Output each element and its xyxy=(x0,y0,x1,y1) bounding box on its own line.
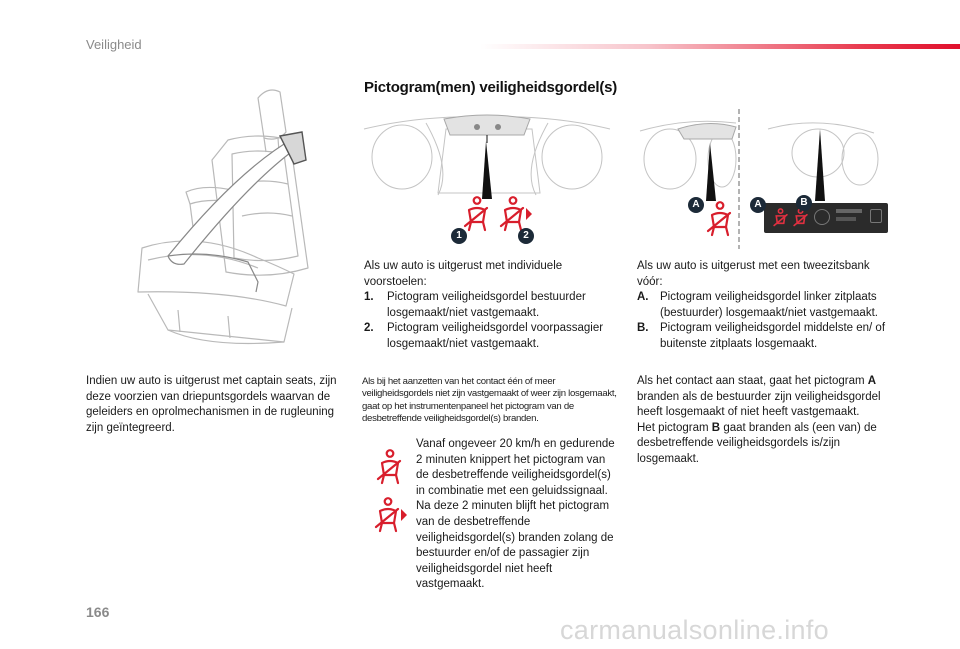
contact-text: Als het contact aan staat, gaat het pict… xyxy=(637,375,881,465)
badge-a: A xyxy=(688,197,704,213)
bench-middle-seatbelt-icon xyxy=(773,208,788,227)
seat-illustration xyxy=(137,89,309,345)
passenger-seatbelt-warning-icon xyxy=(499,196,532,232)
badge-1: 1 xyxy=(451,228,467,244)
bench-intro: Als uw auto is uitgerust met een tweezit… xyxy=(637,260,870,288)
dashboard-illustration-individual-seats xyxy=(363,114,611,199)
bench-icon-a-group: A xyxy=(688,195,732,239)
dashboard-illustration-bench xyxy=(639,109,879,249)
panel-key-icon xyxy=(870,209,882,223)
section-label: Veiligheid xyxy=(86,37,142,52)
list-item: B.Pictogram veiligheidsgordel middelste … xyxy=(637,322,886,350)
watermark: carmanualsonline.info xyxy=(560,615,829,645)
bench-instrument-strip: A B xyxy=(746,195,888,239)
driver-seatbelt-warning-icon xyxy=(463,196,489,232)
captain-seats-text: Indien uw auto is uitgerust met captain … xyxy=(86,375,337,434)
speed-warning-text: Vanaf ongeveer 20 km/h en gedurende 2 mi… xyxy=(416,438,615,591)
individual-seats-block: Als uw auto is uitgerust met individuele… xyxy=(364,259,614,353)
bench-list: A.Pictogram veiligheidsgordel linker zit… xyxy=(637,290,892,352)
header-accent-line xyxy=(480,44,960,49)
ignition-note: Als bij het aanzetten van het contact éé… xyxy=(362,376,617,425)
badge-2: 2 xyxy=(518,228,534,244)
bench-block: Als uw auto is uitgerust met een tweezit… xyxy=(637,259,892,353)
page-number: 166 xyxy=(86,604,110,620)
airbag-off-icon xyxy=(814,209,830,225)
section-title: Pictogram(men) veiligheidsgordel(s) xyxy=(364,79,618,96)
list-item: 1.Pictogram veiligheidsgordel bestuurder… xyxy=(364,291,586,319)
panel-indicator-bar xyxy=(836,209,862,213)
list-item: 2.Pictogram veiligheidsgordel voorpassag… xyxy=(364,322,604,350)
badge-b-a: A xyxy=(750,197,766,213)
individual-seats-intro: Als uw auto is uitgerust met individuele… xyxy=(364,260,563,288)
seatbelt-warning-passenger-icon xyxy=(374,497,407,533)
individual-seats-icons: 1 2 xyxy=(451,194,551,248)
panel-indicator-bar xyxy=(836,217,856,221)
bench-left-seatbelt-warning-icon xyxy=(706,201,732,237)
badge-b: B xyxy=(796,195,812,211)
list-item: A.Pictogram veiligheidsgordel linker zit… xyxy=(637,291,878,319)
seatbelt-warning-icon xyxy=(376,449,402,485)
individual-seats-list: 1.Pictogram veiligheidsgordel bestuurder… xyxy=(364,290,614,352)
